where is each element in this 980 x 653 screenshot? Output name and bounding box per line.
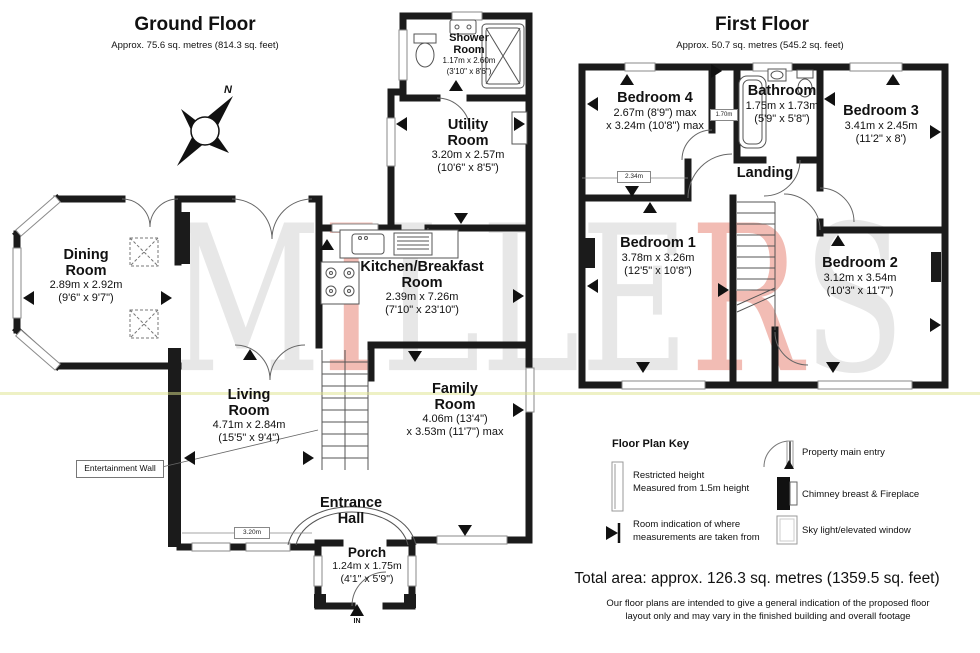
chimney-breast-ground	[178, 212, 190, 264]
staircase-first	[736, 201, 776, 330]
windows	[12, 11, 913, 587]
kitchen-counter-icon	[339, 229, 459, 259]
key-title: Floor Plan Key	[612, 438, 690, 450]
ground-floor-title: Ground Floor	[134, 14, 256, 35]
first-floor-title: First Floor	[715, 14, 809, 35]
bathroom-sink-icon	[767, 68, 787, 82]
key-item-skylight: Sky light/elevated window	[802, 525, 911, 536]
toilet-icon	[413, 33, 437, 68]
room-label-bedroom-2: Bedroom 2 3.12m x 3.54m (10'3" x 11'7")	[822, 255, 898, 297]
room-label-bedroom-4: Bedroom 4 2.67m (8'9") max x 3.24m (10'8…	[606, 90, 704, 132]
door-arcs	[121, 97, 855, 607]
porch-corner	[404, 594, 416, 608]
main-entry-icon	[763, 440, 794, 469]
key-icons	[606, 440, 798, 545]
entry-in-label: IN	[353, 618, 361, 625]
measurement-arrow-icon	[606, 523, 621, 543]
chimney-icon	[777, 477, 798, 510]
room-label-porch: Porch 1.24m x 1.75m (4'1" x 5'9")	[332, 545, 402, 586]
first-floor-subtitle: Approx. 50.7 sq. metres (545.2 sq. feet)	[676, 40, 844, 51]
staircase-ground	[321, 350, 369, 470]
bathroom-toilet-icon	[796, 69, 814, 98]
chimney-breast-first-right	[931, 252, 941, 282]
dim-box-bedroom4-width: 2.34m	[617, 171, 651, 183]
ground-floor-subtitle: Approx. 75.6 sq. metres (814.3 sq. feet)	[111, 40, 279, 51]
room-label-family-room: Family Room 4.06m (13'4") x 3.53m (11'7"…	[406, 381, 504, 439]
measurement-arrows	[23, 64, 941, 616]
compass-icon	[177, 96, 233, 166]
key-item-main-entry: Property main entry	[802, 447, 885, 458]
room-label-kitchen-breakfast-room: Kitchen/Breakfast Room 2.39m x 7.26m (7'…	[360, 259, 484, 317]
scan-highlight-line	[0, 392, 980, 395]
restricted-height-icon	[611, 461, 624, 512]
shower-cubicle-icon	[481, 23, 525, 89]
room-label-landing: Landing	[736, 165, 794, 181]
porch-corner	[314, 594, 326, 608]
disclaimer-line-1: Our floor plans are intended to give a g…	[606, 598, 930, 609]
disclaimer-line-2: layout only and may vary in the finished…	[625, 611, 911, 622]
entertainment-wall-label: Entertainment Wall	[76, 460, 164, 478]
skylight-icon	[776, 515, 798, 545]
key-item-measurement-indication: Room indication of where measurements ar…	[633, 519, 760, 543]
skylight-markers	[129, 237, 159, 339]
room-label-entrance-hall: Entrance Hall	[319, 495, 383, 527]
chimney-breast-first-left	[585, 238, 595, 268]
dim-box-living-width: 3.20m	[234, 527, 270, 539]
entertainment-wall-structure	[168, 348, 181, 547]
solid-walls	[168, 212, 941, 608]
room-label-living-room: Living Room 4.71m x 2.84m (15'5" x 9'4")	[212, 387, 286, 445]
total-area-text: Total area: approx. 126.3 sq. metres (13…	[574, 570, 940, 587]
room-label-utility-room: Utility Room 3.20m x 2.57m (10'6" x 8'5"…	[431, 117, 505, 175]
key-item-chimney: Chimney breast & Fireplace	[802, 489, 920, 500]
sink-icon	[449, 19, 477, 35]
fixtures	[320, 19, 814, 305]
room-label-bedroom-3: Bedroom 3 3.41m x 2.45m (11'2" x 8')	[843, 103, 919, 145]
watermark-letter: E	[580, 183, 690, 419]
watermark-letter: M	[168, 183, 322, 419]
stove-icon	[320, 261, 360, 305]
room-label-dining-room: Dining Room 2.89m x 2.92m (9'6" x 9'7")	[49, 247, 123, 305]
bathtub-icon	[738, 75, 767, 149]
compass-north-label: N	[224, 84, 232, 96]
key-item-restricted-height: Restricted height Measured from 1.5m hei…	[633, 470, 750, 494]
room-label-shower-room: Shower Room 1.17m x 2.60m (3'10" x 8'6")	[442, 32, 496, 76]
room-label-bedroom-1: Bedroom 1 3.78m x 3.26m (12'5" x 10'8")	[620, 235, 696, 277]
dim-box-shaft: 1.70m	[710, 109, 738, 121]
room-label-bathroom: Bathroom 1.75m x 1.73m (5'9" x 5'8")	[745, 83, 819, 125]
